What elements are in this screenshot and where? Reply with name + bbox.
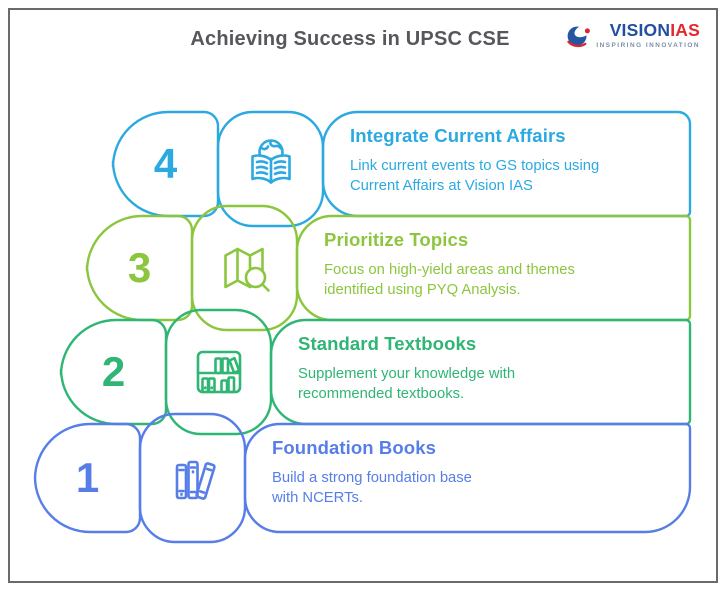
step-text: Integrate Current Affairs Link current e…: [350, 125, 676, 196]
step-number: 4: [153, 140, 178, 187]
book-globe-icon: [243, 136, 299, 192]
step-description-line: Supplement your knowledge with: [298, 366, 516, 382]
visionias-logo-mark-icon: [567, 25, 591, 48]
step-description-line: recommended textbooks.: [298, 386, 465, 403]
brand-name-secondary: IAS: [670, 20, 700, 40]
step-description-line: Build a strong foundation base: [272, 470, 472, 486]
step-description-line: identified using PYQ Analysis.: [324, 282, 521, 299]
step-title: Integrate Current Affairs: [350, 125, 566, 146]
step-number: 2: [101, 348, 126, 395]
books-icon: [165, 450, 221, 506]
logo-text: VISIONIAS INSPIRING INNOVATION: [596, 20, 700, 49]
step-description-line: with NCERTs.: [272, 490, 363, 507]
step-text: Standard Textbooks Supplement your knowl…: [298, 333, 676, 404]
border-frame: [8, 8, 718, 583]
step-title: Standard Textbooks: [298, 333, 477, 354]
brand-name-primary: VISION: [609, 20, 671, 40]
step-description-line: Focus on high-yield areas and themes: [324, 262, 575, 278]
step-title: Foundation Books: [272, 437, 436, 458]
step-description: Supplement your knowledge with recommende…: [298, 364, 676, 404]
step-text: Prioritize Topics Focus on high-yield ar…: [324, 229, 676, 300]
bookshelf-icon: [191, 344, 247, 400]
map-magnifier-icon: [217, 240, 273, 296]
brand-tagline: INSPIRING INNOVATION: [596, 41, 700, 49]
visionias-logo: VISIONIAS INSPIRING INNOVATION: [565, 20, 700, 50]
step-description: Focus on high-yield areas and themes iden…: [324, 260, 676, 300]
brand-name: VISIONIAS: [609, 20, 700, 40]
page-title: Achieving Success in UPSC CSE: [190, 28, 510, 50]
step-number: 3: [127, 244, 152, 291]
step-title: Prioritize Topics: [324, 229, 469, 250]
step-description-line: Current Affairs at Vision IAS: [350, 178, 533, 195]
step-text: Foundation Books Build a strong foundati…: [272, 437, 676, 508]
step-description: Build a strong foundation base with NCERT…: [272, 468, 676, 508]
step-description-line: Link current events to GS topics using: [350, 158, 600, 174]
step-number: 1: [75, 454, 100, 501]
